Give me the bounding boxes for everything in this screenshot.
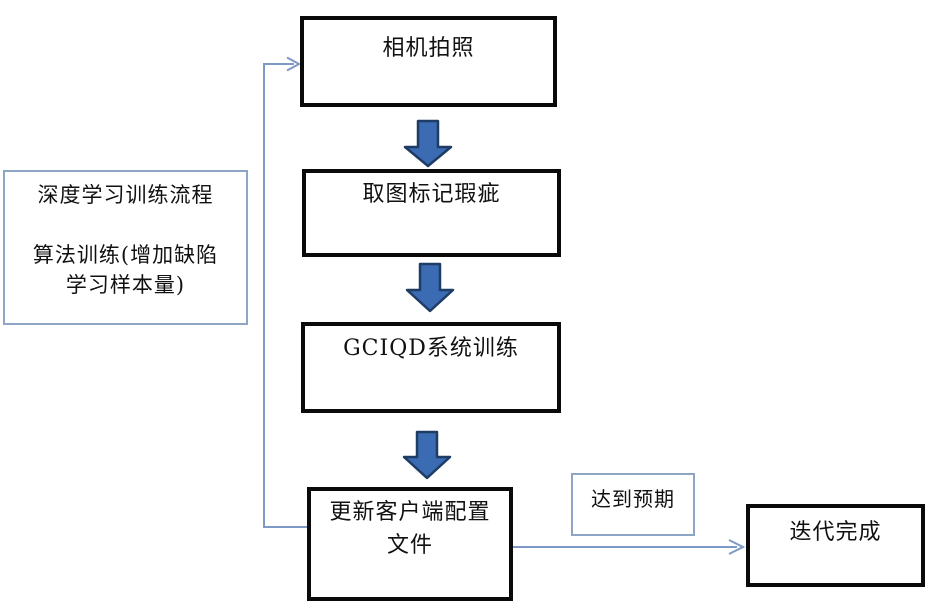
down-block-arrow-icon-3 <box>402 430 452 480</box>
node-camera-photo: 相机拍照 <box>300 16 557 107</box>
node-update-client-config-label: 更新客户端配置 文件 <box>329 500 491 558</box>
node-expectation-reached-label: 达到预期 <box>591 487 675 511</box>
note-training-process: 深度学习训练流程 算法训练(增加缺陷 学习样本量) <box>3 170 248 325</box>
node-gciqd-system-training: GCIQD系统训练 <box>301 322 561 413</box>
down-block-arrow-icon-2 <box>405 262 455 313</box>
node-iteration-complete: 迭代完成 <box>746 504 925 587</box>
down-block-arrow-icon-1 <box>403 119 453 168</box>
node-mark-defects: 取图标记瑕疵 <box>302 169 561 257</box>
note-training-process-text: 深度学习训练流程 算法训练(增加缺陷 学习样本量) <box>32 183 219 297</box>
node-gciqd-system-training-label: GCIQD系统训练 <box>343 336 519 361</box>
node-iteration-complete-label: 迭代完成 <box>789 520 882 545</box>
node-camera-photo-label: 相机拍照 <box>382 36 475 61</box>
node-expectation-reached: 达到预期 <box>571 473 695 536</box>
feedback-arrowhead-icon <box>286 56 302 72</box>
node-update-client-config: 更新客户端配置 文件 <box>307 487 513 601</box>
forward-arrowhead-icon <box>728 539 746 555</box>
node-mark-defects-label: 取图标记瑕疵 <box>362 182 501 207</box>
feedback-loop-connector <box>263 63 307 528</box>
